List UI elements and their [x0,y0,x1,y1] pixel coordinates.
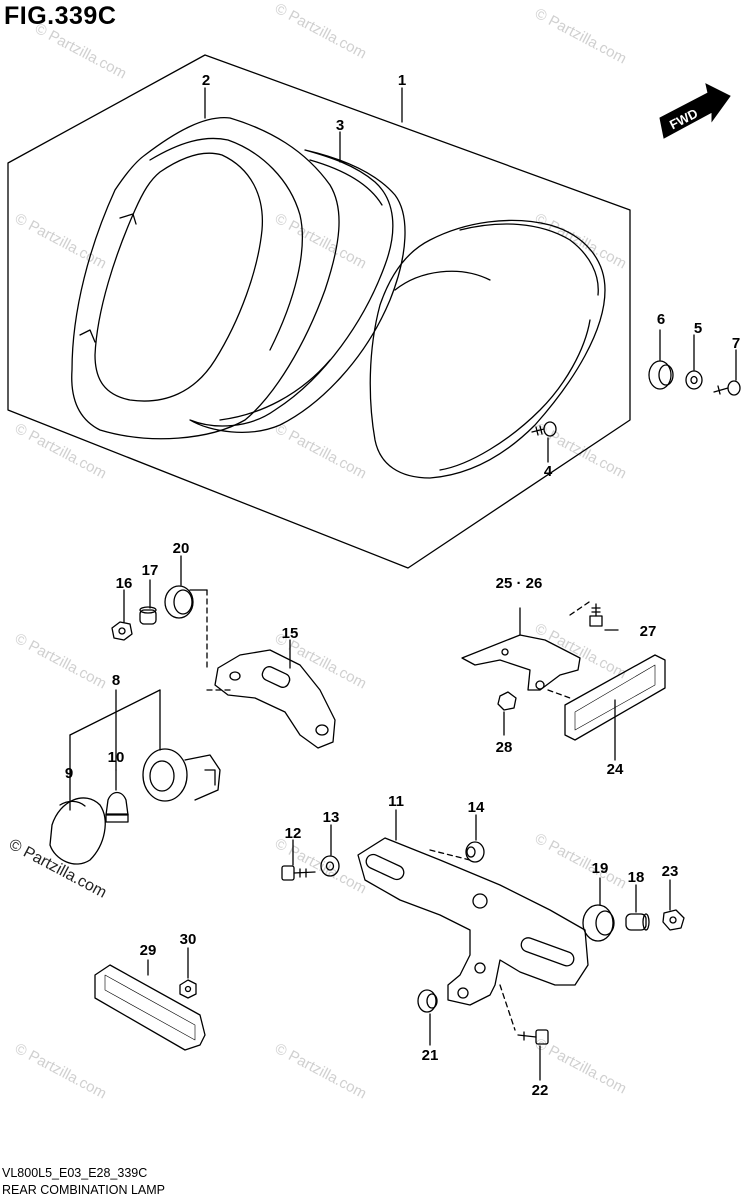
callout-7: 7 [732,335,740,352]
part-20-grommet [164,585,194,619]
callout-18: 18 [628,869,645,886]
callout-6: 6 [657,311,665,328]
part-7-screw [713,380,741,396]
part-13-washer [320,855,340,877]
part-5-washer [685,370,703,390]
part-23-nut [662,909,685,931]
callout-10: 10 [108,749,125,766]
callout-12: 12 [285,825,302,842]
part-24-reflector [564,654,666,741]
part-9-lens [49,797,106,865]
part-10-bulb [105,791,129,823]
callout-11: 11 [388,793,404,810]
callout-20: 20 [173,540,190,557]
part-21-nut [417,989,438,1013]
callout-25-26: 25 · 26 [496,575,543,592]
callout-23: 23 [662,863,679,880]
part-27-screw [589,603,603,627]
part-29-reflector [94,964,206,1051]
callout-24: 24 [607,761,624,778]
part-15-bracket [214,649,336,749]
callout-4: 4 [544,463,553,480]
callout-16: 16 [116,575,133,592]
callout-15: 15 [282,625,299,642]
callout-27: 27 [640,623,657,640]
part-25-26-bracket [461,599,593,699]
part-4-screw [531,421,557,437]
lamp-gasket-part [189,149,406,433]
callout-29: 29 [140,942,157,959]
callout-3: 3 [336,117,344,134]
fwd-label: FWD [667,106,700,133]
callout-5: 5 [694,320,702,337]
callout-19: 19 [592,860,609,877]
part-14-nut [465,841,485,863]
part-30-nut [179,979,197,999]
lamp-assembly-box [7,54,631,569]
callout-28: 28 [496,739,513,756]
callout-17: 17 [142,562,159,579]
part-19-grommet [582,904,615,942]
lamp-bezel-part [71,117,340,440]
callout-8: 8 [112,672,120,689]
callout-1: 1 [398,72,406,89]
part-28-nut [497,691,517,711]
callout-9: 9 [65,765,73,782]
figure-title: FIG.339C [4,2,117,30]
callout-22: 22 [532,1082,549,1099]
part-16-nut [111,621,133,641]
callout-30: 30 [180,931,197,948]
part-12-bolt [281,865,316,881]
callout-2: 2 [202,72,210,89]
fwd-arrow-icon: FWD [659,83,731,139]
figure-code: VL800L5_E03_E28_339C [2,1166,148,1180]
callout-14: 14 [468,799,485,816]
part-8-socket [142,748,221,802]
part-22-bolt [499,984,549,1045]
figure-name: REAR COMBINATION LAMP [2,1183,165,1197]
part-11-bracket [357,837,589,1006]
part-18-collar [625,913,650,931]
part-6-grommet [648,360,674,390]
lamp-housing-part [369,219,606,479]
part-17-collar [139,606,157,625]
callout-13: 13 [323,809,340,826]
callout-21: 21 [422,1047,439,1064]
